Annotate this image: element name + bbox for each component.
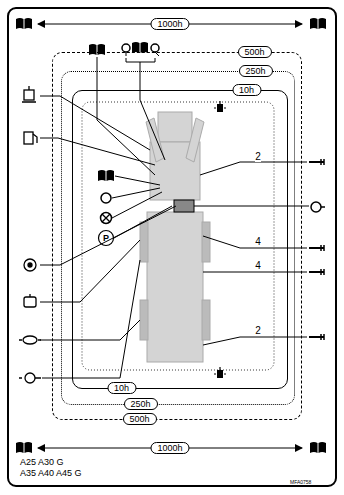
- model-list: A35 A40 A45 G: [20, 468, 82, 478]
- interval-label: 1000h: [150, 18, 189, 30]
- interval-box: 500h500h250h250h10h10h: [52, 52, 302, 420]
- interval-label: 10h: [107, 382, 136, 394]
- model-list: A25 A30 G: [20, 457, 64, 467]
- interval-label: 500h: [237, 46, 271, 58]
- parking-brake-letter: P: [103, 233, 109, 243]
- interval-label: 250h: [123, 398, 157, 410]
- figure-code: MFA0758: [290, 479, 311, 485]
- callout-number: 2: [255, 325, 261, 336]
- callout-number: 4: [255, 260, 261, 271]
- interval-label: 250h: [238, 65, 272, 77]
- interval-label: 1000h: [150, 442, 189, 454]
- interval-label: 10h: [232, 84, 261, 96]
- interval-label: 500h: [122, 413, 156, 425]
- callout-number: 4: [255, 236, 261, 247]
- callout-number: 2: [255, 151, 261, 162]
